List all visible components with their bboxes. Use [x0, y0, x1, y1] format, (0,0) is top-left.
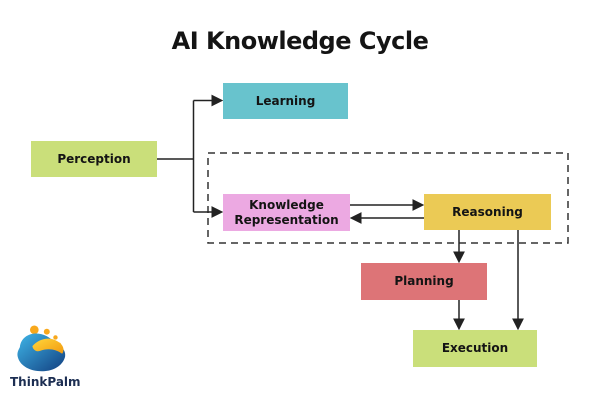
node-execution: Execution [413, 330, 537, 367]
thinkpalm-logo: ThinkPalm [10, 324, 81, 389]
node-learning-label: Learning [255, 93, 316, 108]
logo-crescent-shape [32, 338, 64, 354]
thinkpalm-logo-icon [17, 325, 66, 372]
node-learning: Learning [223, 83, 348, 119]
logo-dot-small [53, 335, 58, 340]
logo-dot-medium [43, 328, 50, 335]
node-execution-label: Execution [441, 341, 509, 355]
logo-blob-shape [17, 333, 66, 372]
logo-wordmark: ThinkPalm [10, 375, 81, 389]
node-knowledge-representation: Knowledge Representation [223, 194, 350, 231]
node-planning: Planning [361, 263, 487, 300]
node-planning-label: Planning [394, 274, 454, 288]
node-reasoning-label: Reasoning [452, 204, 523, 219]
node-reasoning: Reasoning [424, 194, 551, 230]
node-perception-label: Perception [57, 151, 131, 166]
node-perception: Perception [31, 141, 157, 177]
logo-dot-large [29, 325, 39, 335]
page-title: AI Knowledge Cycle [171, 27, 429, 55]
node-knowledge-representation-label: Knowledge Representation [234, 197, 339, 227]
kr-reasoning-group-outline [207, 152, 569, 244]
